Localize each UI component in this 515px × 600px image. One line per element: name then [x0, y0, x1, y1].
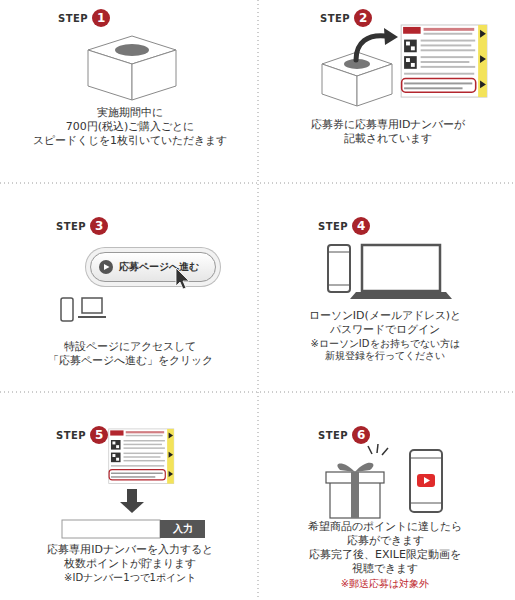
step-description: 希望商品のポイントに達したら 応募ができます 応募完了後、EXILE限定動画を … — [260, 520, 510, 576]
lottery-box-side — [322, 64, 357, 106]
step-text-block: 実施期間中に 700円(税込)ご購入ごとに スピードくじを1枚引いていただきます — [5, 106, 255, 148]
step-description: 実施期間中に 700円(税込)ご購入ごとに スピードくじを1枚引いていただきます — [5, 106, 255, 148]
down-arrow-head — [120, 502, 144, 513]
step-description: ローソンID(メールアドレス)と パスワードでログイン — [260, 309, 510, 337]
button-label: 応募ページへ進む — [119, 260, 199, 274]
input-button: 入力 — [160, 520, 205, 538]
step-label: STEP — [318, 430, 348, 441]
step-description: 応募券に応募専用IDナンバーが 記載されています — [263, 118, 513, 146]
step-panel: STEP 5 入力応募専用IDナンバーを入力すると 枚数ポイントが貯まります※IDナ… — [0, 392, 258, 600]
laptop-base — [78, 316, 106, 318]
video-icon — [417, 474, 435, 487]
step-label: STEP — [320, 13, 350, 24]
lottery-box-side — [357, 64, 392, 106]
step-label: STEP — [56, 430, 86, 441]
step-badge: STEP 3 — [56, 216, 116, 236]
play-circle — [99, 260, 113, 274]
sparkle — [377, 444, 378, 453]
step-text-block: 希望商品のポイントに達したら 応募ができます 応募完了後、EXILE限定動画を … — [260, 520, 510, 590]
laptop-screen — [82, 298, 102, 313]
grid-divider — [258, 0, 259, 600]
phone-bezel — [410, 458, 442, 459]
step-number: 1 — [92, 9, 110, 27]
phone-bezel — [410, 503, 442, 504]
step-note: ※IDナンバー1つで1ポイント — [5, 572, 255, 584]
step-label: STEP — [318, 221, 348, 232]
phone-bezel — [328, 252, 350, 253]
gift-bow — [337, 464, 355, 473]
sparkle — [382, 448, 388, 455]
grid-divider — [0, 392, 515, 393]
laptop-screen — [362, 245, 440, 291]
down-arrow — [127, 489, 137, 502]
lottery-box-side — [88, 50, 132, 100]
step-number: 6 — [352, 426, 370, 444]
ticket-image — [401, 25, 487, 97]
play-triangle — [424, 477, 430, 484]
step-text-block: 応募券に応募専用IDナンバーが 記載されています — [263, 118, 513, 146]
step-description: 特設ページにアクセスして 「応募ページへ進む」をクリック — [5, 340, 255, 368]
step-number: 2 — [354, 9, 372, 27]
step-badge: STEP 1 — [58, 8, 118, 28]
sparkle — [368, 446, 372, 454]
phone-icon — [410, 450, 442, 512]
step-label: STEP — [58, 13, 88, 24]
grid-divider — [0, 183, 515, 184]
step-description: 応募専用IDナンバーを入力すると 枚数ポイントが貯まります — [5, 543, 255, 571]
step-label: STEP — [56, 221, 86, 232]
mouse-cursor — [176, 268, 189, 289]
step-note: ※ローソンIDをお持ちでない方は 新規登録を行ってください — [260, 338, 510, 362]
phone-bezel — [328, 285, 350, 286]
step-panel: STEP 1 実施期間中に 700円(税込)ご購入ごとに スピードくじを1枚引いてい… — [0, 0, 258, 183]
step-text-block: 特設ページにアクセスして 「応募ページへ進む」をクリック — [5, 340, 255, 368]
step-note: ※郵送応募は対象外 — [260, 577, 510, 590]
draw-arrow-head — [384, 28, 398, 45]
step-number: 3 — [90, 217, 108, 235]
phone-icon — [61, 298, 73, 321]
ticket-image — [109, 429, 174, 484]
button-label: 入力 — [173, 522, 193, 536]
play-icon — [99, 260, 113, 274]
draw-arrow — [356, 36, 386, 60]
step-text-block: ローソンID(メールアドレス)と パスワードでログイン※ローソンIDをお持ちでな… — [260, 309, 510, 362]
step-panel: STEP 4 ローソンID(メールアドレス)と パスワードでログイン※ローソンIDを… — [258, 183, 515, 392]
step-badge: STEP 4 — [318, 216, 378, 236]
laptop-base — [350, 292, 452, 299]
play-triangle — [104, 264, 110, 270]
lottery-box-hole — [115, 44, 149, 56]
step-panel: STEP 3 応募ページへ進む特設ページにアクセスして 「応募ページへ進む」をクリッ… — [0, 183, 258, 392]
lottery-box-side — [132, 50, 176, 100]
gift-bow — [355, 463, 373, 472]
gift-ribbon — [351, 472, 359, 518]
step-panel: STEP 2 応募券に応募専用IDナンバーが 記載されています — [258, 0, 515, 183]
phone-icon — [328, 245, 350, 292]
link-button: 応募ページへ進む — [90, 252, 216, 282]
step-badge: STEP 2 — [320, 8, 380, 28]
input-field — [62, 520, 160, 538]
step-number: 4 — [352, 217, 370, 235]
step-panel: STEP 6 希望商品のポイントに達したら 応募ができます 応募完了後、EXILE限… — [258, 392, 515, 600]
step-text-block: 応募専用IDナンバーを入力すると 枚数ポイントが貯まります※IDナンバー1つで1… — [5, 543, 255, 584]
step-number: 5 — [90, 426, 108, 444]
step-badge: STEP 6 — [318, 425, 378, 445]
step-badge: STEP 5 — [56, 425, 116, 445]
